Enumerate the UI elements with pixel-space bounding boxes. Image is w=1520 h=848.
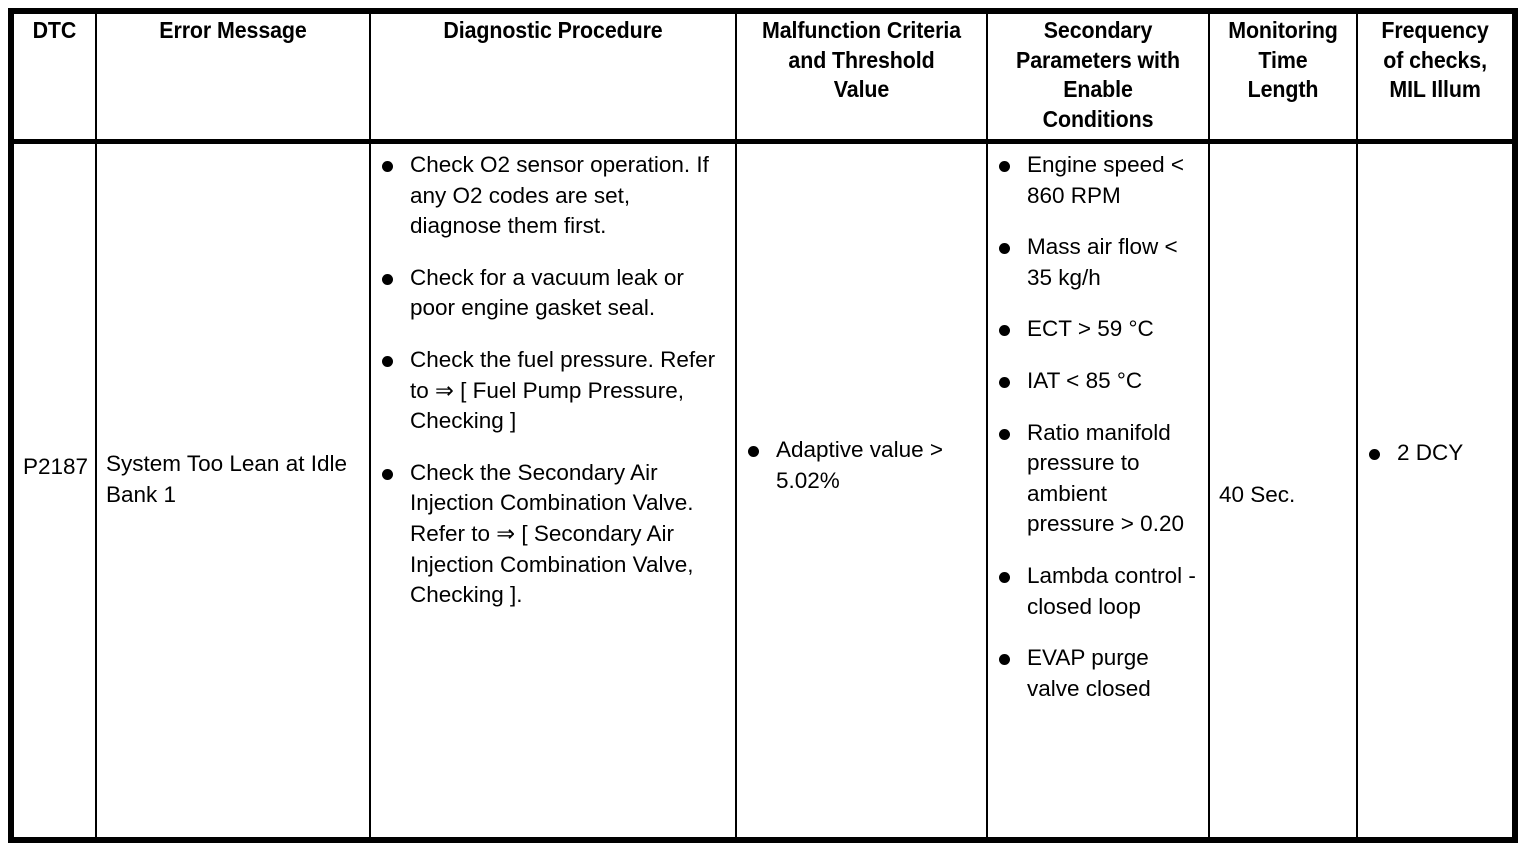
list-item: EVAP purge valve closed xyxy=(997,643,1200,704)
column-header-secondary-parameters-line3: Enable xyxy=(1063,76,1133,103)
column-header-diagnostic-procedure-label: Diagnostic Procedure xyxy=(443,17,663,43)
list-item: Engine speed < 860 RPM xyxy=(997,150,1200,211)
column-header-secondary-parameters-line2: Parameters with xyxy=(1016,46,1180,73)
cell-secondary-parameters: Engine speed < 860 RPM Mass air flow < 3… xyxy=(986,141,1210,843)
frequency-of-checks-list: 2 DCY xyxy=(1367,438,1504,469)
diagnostic-procedure-list: Check O2 sensor operation. If any O2 cod… xyxy=(380,150,727,611)
column-header-malfunction-criteria-line2: and Threshold xyxy=(788,46,935,73)
list-item: Check O2 sensor operation. If any O2 cod… xyxy=(380,150,727,242)
list-item: Adaptive value > 5.02% xyxy=(746,435,978,496)
column-header-monitoring-time-line2: Time xyxy=(1258,46,1308,73)
list-item: IAT < 85 °C xyxy=(997,366,1200,397)
column-header-diagnostic-procedure: Diagnostic Procedure xyxy=(381,8,725,144)
column-header-monitoring-time-line3: Length xyxy=(1247,76,1319,103)
column-header-frequency-line1: Frequency xyxy=(1381,17,1489,43)
column-header-error-message: Error Message xyxy=(104,8,362,144)
column-header-frequency-line2: of checks, xyxy=(1383,46,1487,73)
dtc-diagnostic-table: DTC Error Message Diagnostic Procedure M… xyxy=(8,8,1518,843)
list-item: Mass air flow < 35 kg/h xyxy=(997,232,1200,293)
list-item: Ratio manifold pressure to ambient press… xyxy=(997,418,1200,540)
table-row: P2187 System Too Lean at Idle Bank 1 Che… xyxy=(8,141,1518,843)
column-header-monitoring-time-line1: Monitoring xyxy=(1228,17,1338,43)
secondary-parameters-list: Engine speed < 860 RPM Mass air flow < 3… xyxy=(997,150,1200,704)
list-item: ECT > 59 °C xyxy=(997,314,1200,345)
column-header-secondary-parameters-line1: Secondary xyxy=(1043,17,1153,43)
list-item: Check for a vacuum leak or poor engine g… xyxy=(380,263,727,324)
column-header-error-message-label: Error Message xyxy=(159,17,307,43)
table-header: DTC Error Message Diagnostic Procedure M… xyxy=(11,8,1515,144)
column-header-malfunction-criteria: Malfunction Criteria and Threshold Value xyxy=(743,8,980,144)
cell-dtc: P2187 xyxy=(8,141,97,843)
cell-error-message: System Too Lean at Idle Bank 1 xyxy=(95,141,371,843)
cell-malfunction-criteria: Adaptive value > 5.02% xyxy=(735,141,988,843)
column-header-frequency-of-checks: Frequency of checks, MIL Illum xyxy=(1361,8,1513,144)
column-header-malfunction-criteria-line1: Malfunction Criteria xyxy=(762,17,961,43)
list-item: Check the fuel pressure. Refer to ⇒ [ Fu… xyxy=(380,345,727,437)
error-message-value: System Too Lean at Idle Bank 1 xyxy=(106,451,347,507)
list-item: 2 DCY xyxy=(1367,438,1504,469)
column-header-dtc-label: DTC xyxy=(32,17,77,43)
cell-frequency-of-checks: 2 DCY xyxy=(1356,141,1518,843)
column-header-dtc: DTC xyxy=(11,8,94,144)
column-header-frequency-line3: MIL Illum xyxy=(1389,76,1481,103)
monitoring-time-value: 40 Sec. xyxy=(1219,482,1296,507)
column-header-malfunction-criteria-line3: Value xyxy=(833,76,890,103)
cell-monitoring-time-length: 40 Sec. xyxy=(1208,141,1358,843)
dtc-code-value: P2187 xyxy=(23,454,89,479)
list-item: Check the Secondary Air Injection Combin… xyxy=(380,458,727,611)
column-header-secondary-parameters: Secondary Parameters with Enable Conditi… xyxy=(993,8,1203,144)
column-header-secondary-parameters-line4: Conditions xyxy=(1042,105,1154,132)
column-header-monitoring-time: Monitoring Time Length xyxy=(1213,8,1353,144)
list-item: Lambda control - closed loop xyxy=(997,561,1200,622)
header-row: DTC Error Message Diagnostic Procedure M… xyxy=(11,8,1515,144)
cell-diagnostic-procedure: Check O2 sensor operation. If any O2 cod… xyxy=(369,141,737,843)
malfunction-criteria-list: Adaptive value > 5.02% xyxy=(746,435,978,496)
table-body: P2187 System Too Lean at Idle Bank 1 Che… xyxy=(8,141,1518,843)
